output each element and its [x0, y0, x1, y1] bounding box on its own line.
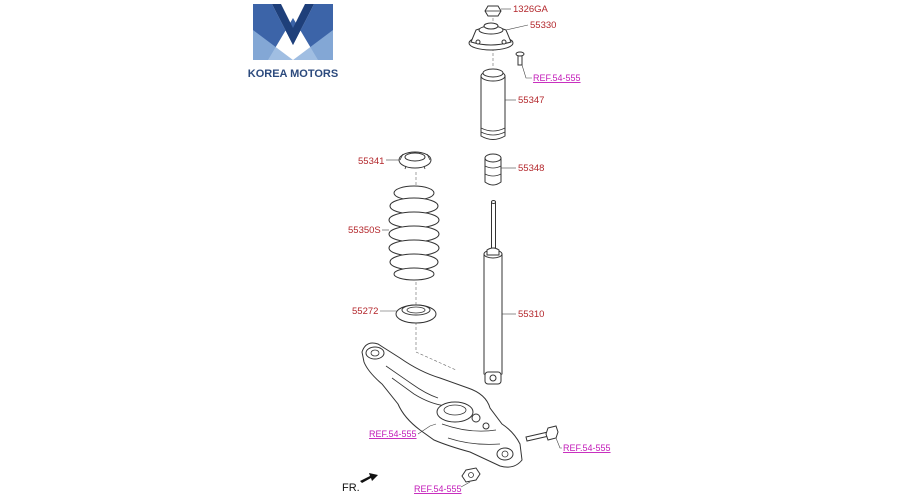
coil-spring — [388, 185, 440, 281]
part-number-55330: 55330 — [530, 20, 556, 31]
part-number-1326GA: 1326GA — [513, 4, 549, 15]
part-number-55272: 55272 — [352, 306, 378, 317]
korea-motors-logo: KOREA MOTORS — [248, 4, 338, 80]
mount-bolt — [515, 51, 525, 66]
shock-absorber — [483, 200, 503, 385]
lower-control-arm — [361, 342, 523, 468]
reference-bottom-link[interactable]: REF.54-555 — [414, 484, 462, 494]
reference-top-link[interactable]: REF.54-555 — [533, 73, 581, 83]
bump-stopper — [484, 153, 502, 186]
lower-mount-bolt — [525, 425, 559, 442]
front-direction-arrow: FR. — [342, 473, 378, 494]
part-number-55347: 55347 — [518, 95, 544, 106]
front-direction-label: FR. — [342, 482, 360, 494]
part-number-55341: 55341 — [358, 156, 384, 167]
reference-arm-link[interactable]: REF.54-555 — [369, 429, 417, 439]
top-mount — [468, 22, 514, 51]
dust-boot — [480, 68, 506, 140]
reference-bolt-link[interactable]: REF.54-555 — [563, 443, 611, 453]
leader-lines — [380, 8, 562, 488]
part-number-55310: 55310 — [518, 309, 544, 320]
spring-upper-pad — [398, 151, 432, 170]
top-nut — [484, 5, 502, 17]
part-number-55348: 55348 — [518, 163, 544, 174]
lower-nut — [461, 467, 481, 483]
part-number-55350S: 55350S — [348, 225, 381, 236]
brand-name: KOREA MOTORS — [248, 68, 338, 80]
spring-lower-pad — [395, 304, 437, 324]
